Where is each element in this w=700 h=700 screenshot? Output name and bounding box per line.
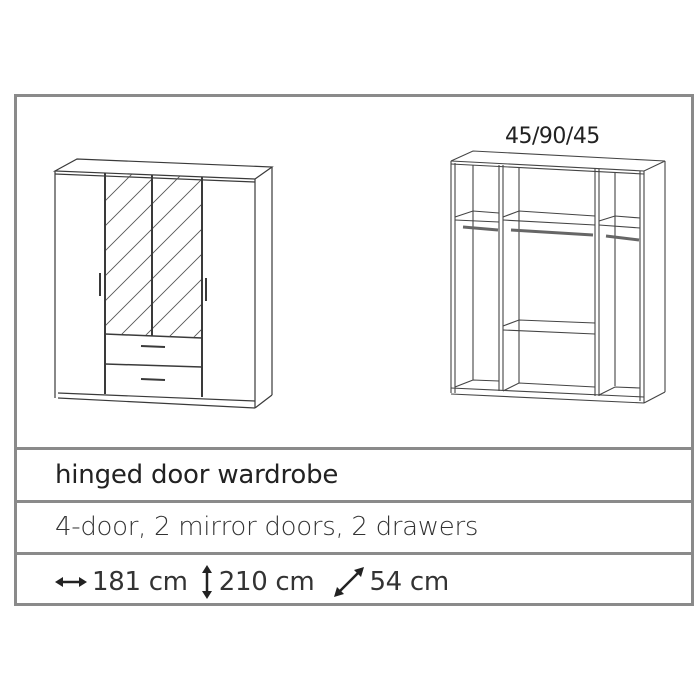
- dimension-height: 210 cm: [200, 565, 315, 599]
- depth-value: 54 cm: [369, 567, 449, 597]
- product-title-row: hinged door wardrobe: [17, 447, 691, 500]
- technical-drawings: 45/90/45: [17, 97, 691, 447]
- height-value: 210 cm: [218, 567, 315, 597]
- dimension-depth: 54 cm: [326, 567, 449, 597]
- product-description: 4-door, 2 mirror doors, 2 drawers: [55, 512, 479, 542]
- wardrobe-closed-drawing: [52, 150, 666, 409]
- width-arrow-icon: [55, 574, 87, 590]
- height-arrow-icon: [200, 565, 214, 599]
- dimension-width: 181 cm: [55, 567, 188, 597]
- product-description-row: 4-door, 2 mirror doors, 2 drawers: [17, 500, 691, 552]
- product-info-card: 45/90/45 hinged door wardrobe 4-door, 2 …: [14, 94, 694, 606]
- product-title: hinged door wardrobe: [55, 460, 339, 490]
- product-dimensions-row: 181 cm 210 cm: [17, 552, 691, 606]
- width-value: 181 cm: [92, 567, 188, 597]
- compartment-widths-label: 45/90/45: [505, 124, 600, 149]
- depth-arrow-icon: [334, 567, 365, 597]
